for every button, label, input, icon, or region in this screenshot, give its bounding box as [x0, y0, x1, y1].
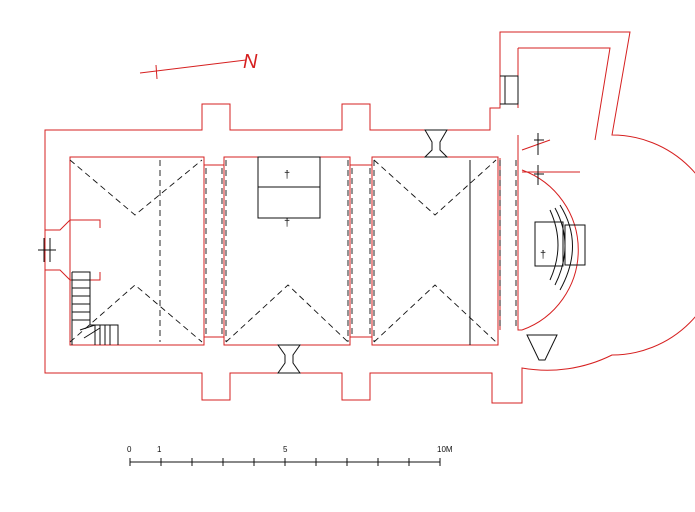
altar-step — [257, 186, 321, 219]
sacristy-door — [534, 133, 544, 185]
altar-retable — [564, 224, 586, 266]
bay-3 — [371, 156, 499, 346]
arch-1 — [203, 164, 225, 338]
window-south — [277, 344, 301, 374]
altar-table — [534, 221, 564, 267]
apse-inner-curve — [521, 169, 579, 331]
cross-icon: † — [284, 169, 290, 181]
side-altar: † † — [257, 156, 321, 229]
window-north — [423, 129, 449, 158]
cross-icon: † — [540, 249, 546, 261]
staircase — [71, 271, 119, 345]
altar-steps — [549, 204, 573, 291]
outer-wall-outline — [44, 31, 695, 404]
north-arrow-tick — [155, 64, 158, 80]
nave-bays — [69, 156, 499, 346]
window-apse — [526, 334, 558, 361]
scale-label-5: 5 — [283, 445, 288, 454]
cross-icon: † — [284, 217, 290, 229]
north-arrow-line — [139, 59, 247, 74]
tower-inner-outline — [517, 47, 611, 141]
sanctuary-wall — [499, 135, 522, 331]
apse-divider — [521, 139, 580, 173]
scale-bar: 0 1 5 10M — [127, 445, 453, 466]
vault-lines — [69, 159, 517, 343]
bay-2 — [223, 156, 351, 346]
windows — [277, 75, 558, 374]
scale-label-10: 10M — [437, 445, 453, 454]
arch-2 — [349, 164, 373, 338]
window-tower — [500, 75, 519, 105]
main-altar: † — [534, 204, 586, 291]
scale-label-1: 1 — [157, 445, 162, 454]
entrance-jambs — [45, 219, 101, 281]
scale-label-0: 0 — [127, 445, 132, 454]
north-arrow: N — [139, 51, 258, 80]
entrance-door — [38, 219, 101, 281]
north-arrow-letter: N — [243, 51, 258, 73]
